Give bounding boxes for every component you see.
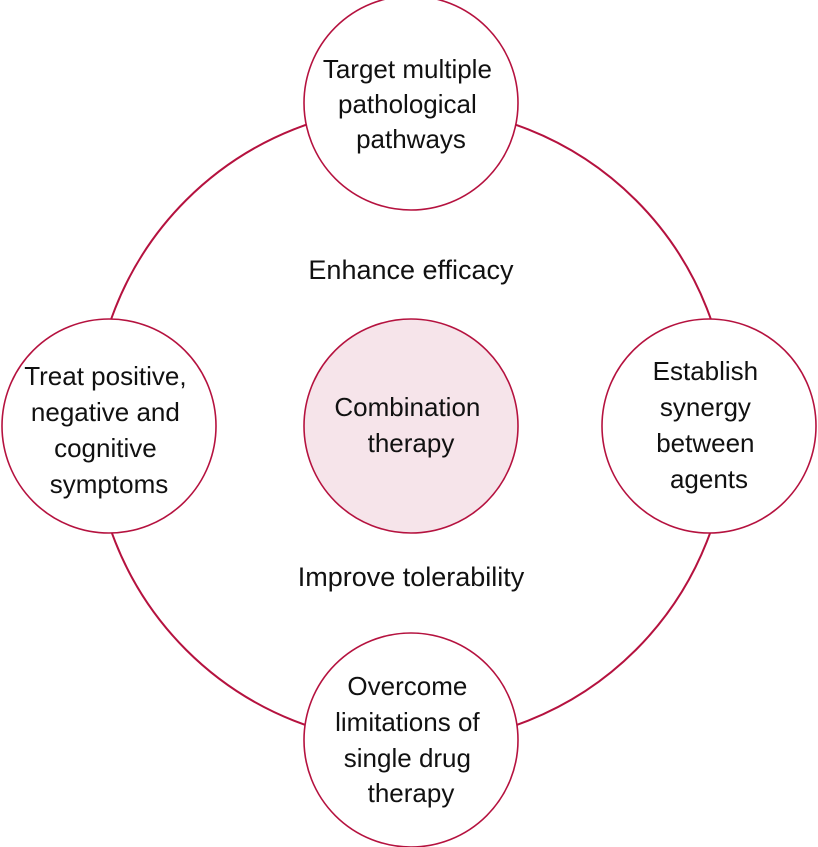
enhance-efficacy-label: Enhance efficacy <box>308 255 514 285</box>
node-left: Treat positive, negative and cognitive s… <box>1 318 217 534</box>
node-label-line: Treat positive, <box>24 361 186 391</box>
center-circle <box>303 318 519 534</box>
node-label-line: agents <box>670 464 748 494</box>
node-label-line: limitations of <box>335 707 480 737</box>
node-label-line: single drug <box>344 743 471 773</box>
node-top: Target multiple pathological pathways <box>303 0 519 211</box>
center-label: Combination therapy <box>334 392 487 458</box>
node-label-line: negative and <box>31 397 180 427</box>
node-right: Establish synergy between agents <box>601 318 817 534</box>
node-bottom-label: Overcome limitations of single drug ther… <box>335 671 487 808</box>
node-label-line: synergy <box>660 392 751 422</box>
center-label-line: therapy <box>368 428 455 458</box>
node-top-circle <box>303 0 519 211</box>
node-label-line: Establish <box>653 356 759 386</box>
node-label-line: cognitive <box>54 433 157 463</box>
improve-tolerability-label: Improve tolerability <box>298 562 525 592</box>
node-bottom-circle <box>303 632 519 847</box>
node-label-line: Overcome <box>347 671 467 701</box>
node-label-line: pathological <box>338 89 477 119</box>
node-label-line: symptoms <box>50 469 168 499</box>
node-label-line: between <box>656 428 754 458</box>
node-left-circle <box>1 318 217 534</box>
node-label-line: therapy <box>368 778 455 808</box>
node-top-label: Target multiple pathological pathways <box>323 54 499 154</box>
node-left-label: Treat positive, negative and cognitive s… <box>24 361 194 499</box>
node-label-line: pathways <box>356 124 466 154</box>
node-bottom: Overcome limitations of single drug ther… <box>303 632 519 847</box>
center-label-line: Combination <box>334 392 480 422</box>
center-node: Combination therapy <box>303 318 519 534</box>
node-label-line: Target multiple <box>323 54 492 84</box>
node-right-label: Establish synergy between agents <box>653 356 766 494</box>
node-right-circle <box>601 318 817 534</box>
